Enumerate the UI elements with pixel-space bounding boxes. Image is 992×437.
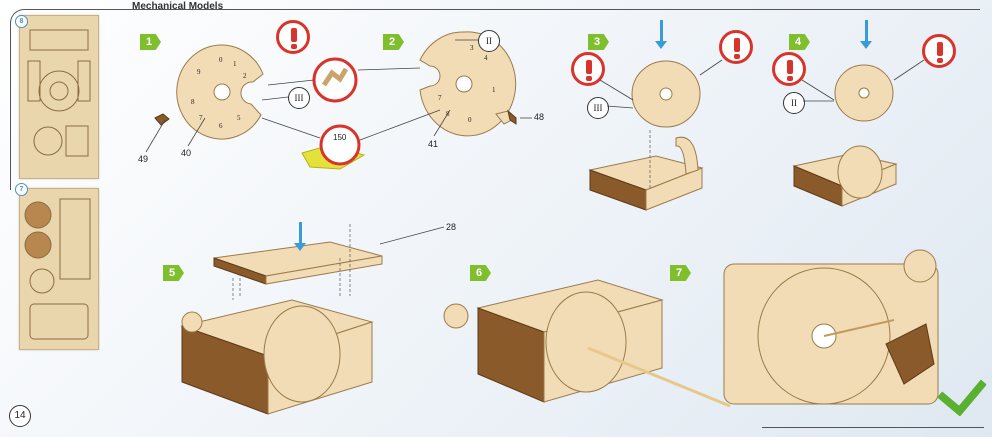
wood-sheet-8	[19, 15, 99, 179]
dial-step4	[834, 64, 894, 122]
sheet-8-parts	[27, 29, 91, 157]
digit-7: 7	[438, 94, 442, 102]
warning-icon	[571, 52, 605, 86]
roman-marker-iii-step3: III	[587, 97, 609, 119]
header-rule	[118, 9, 980, 10]
zoom-value: 150	[333, 133, 347, 142]
page-number: 14	[9, 405, 31, 427]
dial-digits-step1: 0 1 2 5 6 7 8 9	[191, 56, 247, 130]
sheet-7-badge: 7	[15, 183, 28, 196]
step-4-badge: 4	[789, 34, 810, 50]
assembly-step6	[443, 279, 731, 408]
digit-7: 7	[199, 114, 203, 122]
step-5-badge: 5	[163, 265, 184, 281]
digit-5: 5	[237, 114, 241, 122]
top-plate-part-28	[213, 241, 383, 298]
roman-marker-iii-step1: III	[288, 87, 310, 109]
step-6-badge: 6	[470, 265, 491, 281]
digit-0: 0	[219, 56, 223, 64]
part-label-41: 41	[428, 139, 439, 149]
part-label-28: 28	[446, 222, 457, 232]
digit-8: 8	[191, 98, 195, 106]
step-7-badge: 7	[670, 265, 691, 281]
part-label-40: 40	[181, 148, 192, 158]
down-arrow-icon	[655, 20, 667, 49]
digit-1: 1	[492, 86, 496, 94]
step-1-badge: 1	[140, 34, 161, 50]
dial-part-41	[419, 31, 517, 137]
base-frame-step4	[792, 145, 898, 207]
peg-part-49	[154, 113, 170, 126]
warning-icon	[276, 20, 310, 54]
roman-marker-ii-step4: II	[783, 92, 805, 114]
peg-part-48	[495, 109, 517, 125]
assembly-step5	[180, 299, 374, 415]
digit-9: 9	[197, 68, 201, 76]
page-title: Mechanical Models	[132, 1, 224, 12]
warning-icon	[772, 52, 806, 86]
wood-sheet-7	[19, 188, 99, 350]
down-arrow-icon	[294, 222, 306, 251]
digit-2: 2	[243, 72, 247, 80]
digit-6: 6	[219, 122, 223, 130]
digit-3: 3	[470, 44, 474, 52]
warning-icon	[719, 30, 753, 64]
dial-part-40	[176, 44, 264, 140]
sidebar-frame	[10, 9, 119, 190]
roman-marker-ii-step2: II	[478, 30, 500, 52]
sheet-7-parts	[24, 198, 91, 340]
sheet-8-badge: 8	[15, 15, 28, 28]
warning-icon	[922, 34, 956, 68]
dial-step3	[631, 60, 701, 128]
digit-1: 1	[233, 60, 237, 68]
assembly-step7	[723, 249, 939, 405]
zoom-circle-sanding	[301, 124, 366, 170]
step-2-badge: 2	[383, 34, 404, 50]
footer-rule	[762, 427, 984, 428]
part-label-49: 49	[138, 154, 149, 164]
digit-4: 4	[484, 54, 488, 62]
digit-0: 0	[468, 116, 472, 124]
down-arrow-icon	[860, 20, 872, 49]
part-label-48: 48	[534, 112, 545, 122]
step-3-badge: 3	[588, 34, 609, 50]
base-frame-step3	[588, 136, 704, 211]
